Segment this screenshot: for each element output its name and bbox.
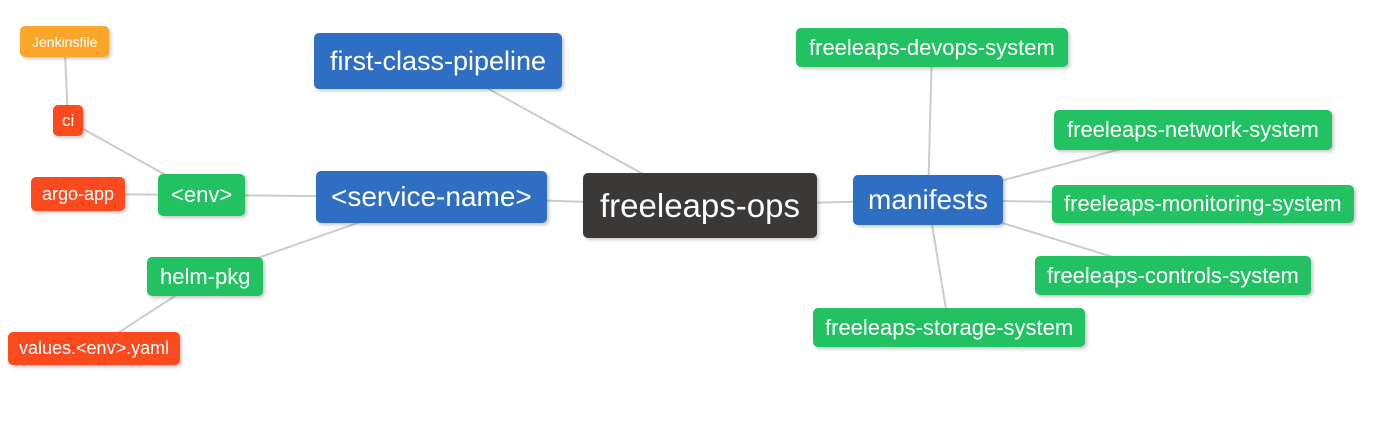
node-freeleaps-controls-system[interactable]: freeleaps-controls-system [1035, 256, 1311, 295]
node-freeleaps-ops[interactable]: freeleaps-ops [583, 173, 817, 238]
node-manifests[interactable]: manifests [853, 175, 1003, 225]
node-env[interactable]: <env> [158, 174, 246, 216]
node-jenkinsfile[interactable]: Jenkinsfile [20, 26, 110, 57]
node-values-env-yaml[interactable]: values.<env>.yaml [8, 332, 181, 365]
node-argo-app[interactable]: argo-app [31, 177, 126, 211]
node-freeleaps-monitoring-system[interactable]: freeleaps-monitoring-system [1052, 185, 1354, 223]
node-ci[interactable]: ci [53, 105, 84, 136]
node-freeleaps-devops-system[interactable]: freeleaps-devops-system [796, 28, 1068, 67]
node-first-class-pipeline[interactable]: first-class-pipeline [314, 33, 563, 89]
node-freeleaps-network-system[interactable]: freeleaps-network-system [1054, 110, 1332, 150]
node-helm-pkg[interactable]: helm-pkg [147, 257, 264, 296]
node-freeleaps-storage-system[interactable]: freeleaps-storage-system [813, 308, 1086, 347]
node-service-name[interactable]: <service-name> [316, 171, 547, 223]
